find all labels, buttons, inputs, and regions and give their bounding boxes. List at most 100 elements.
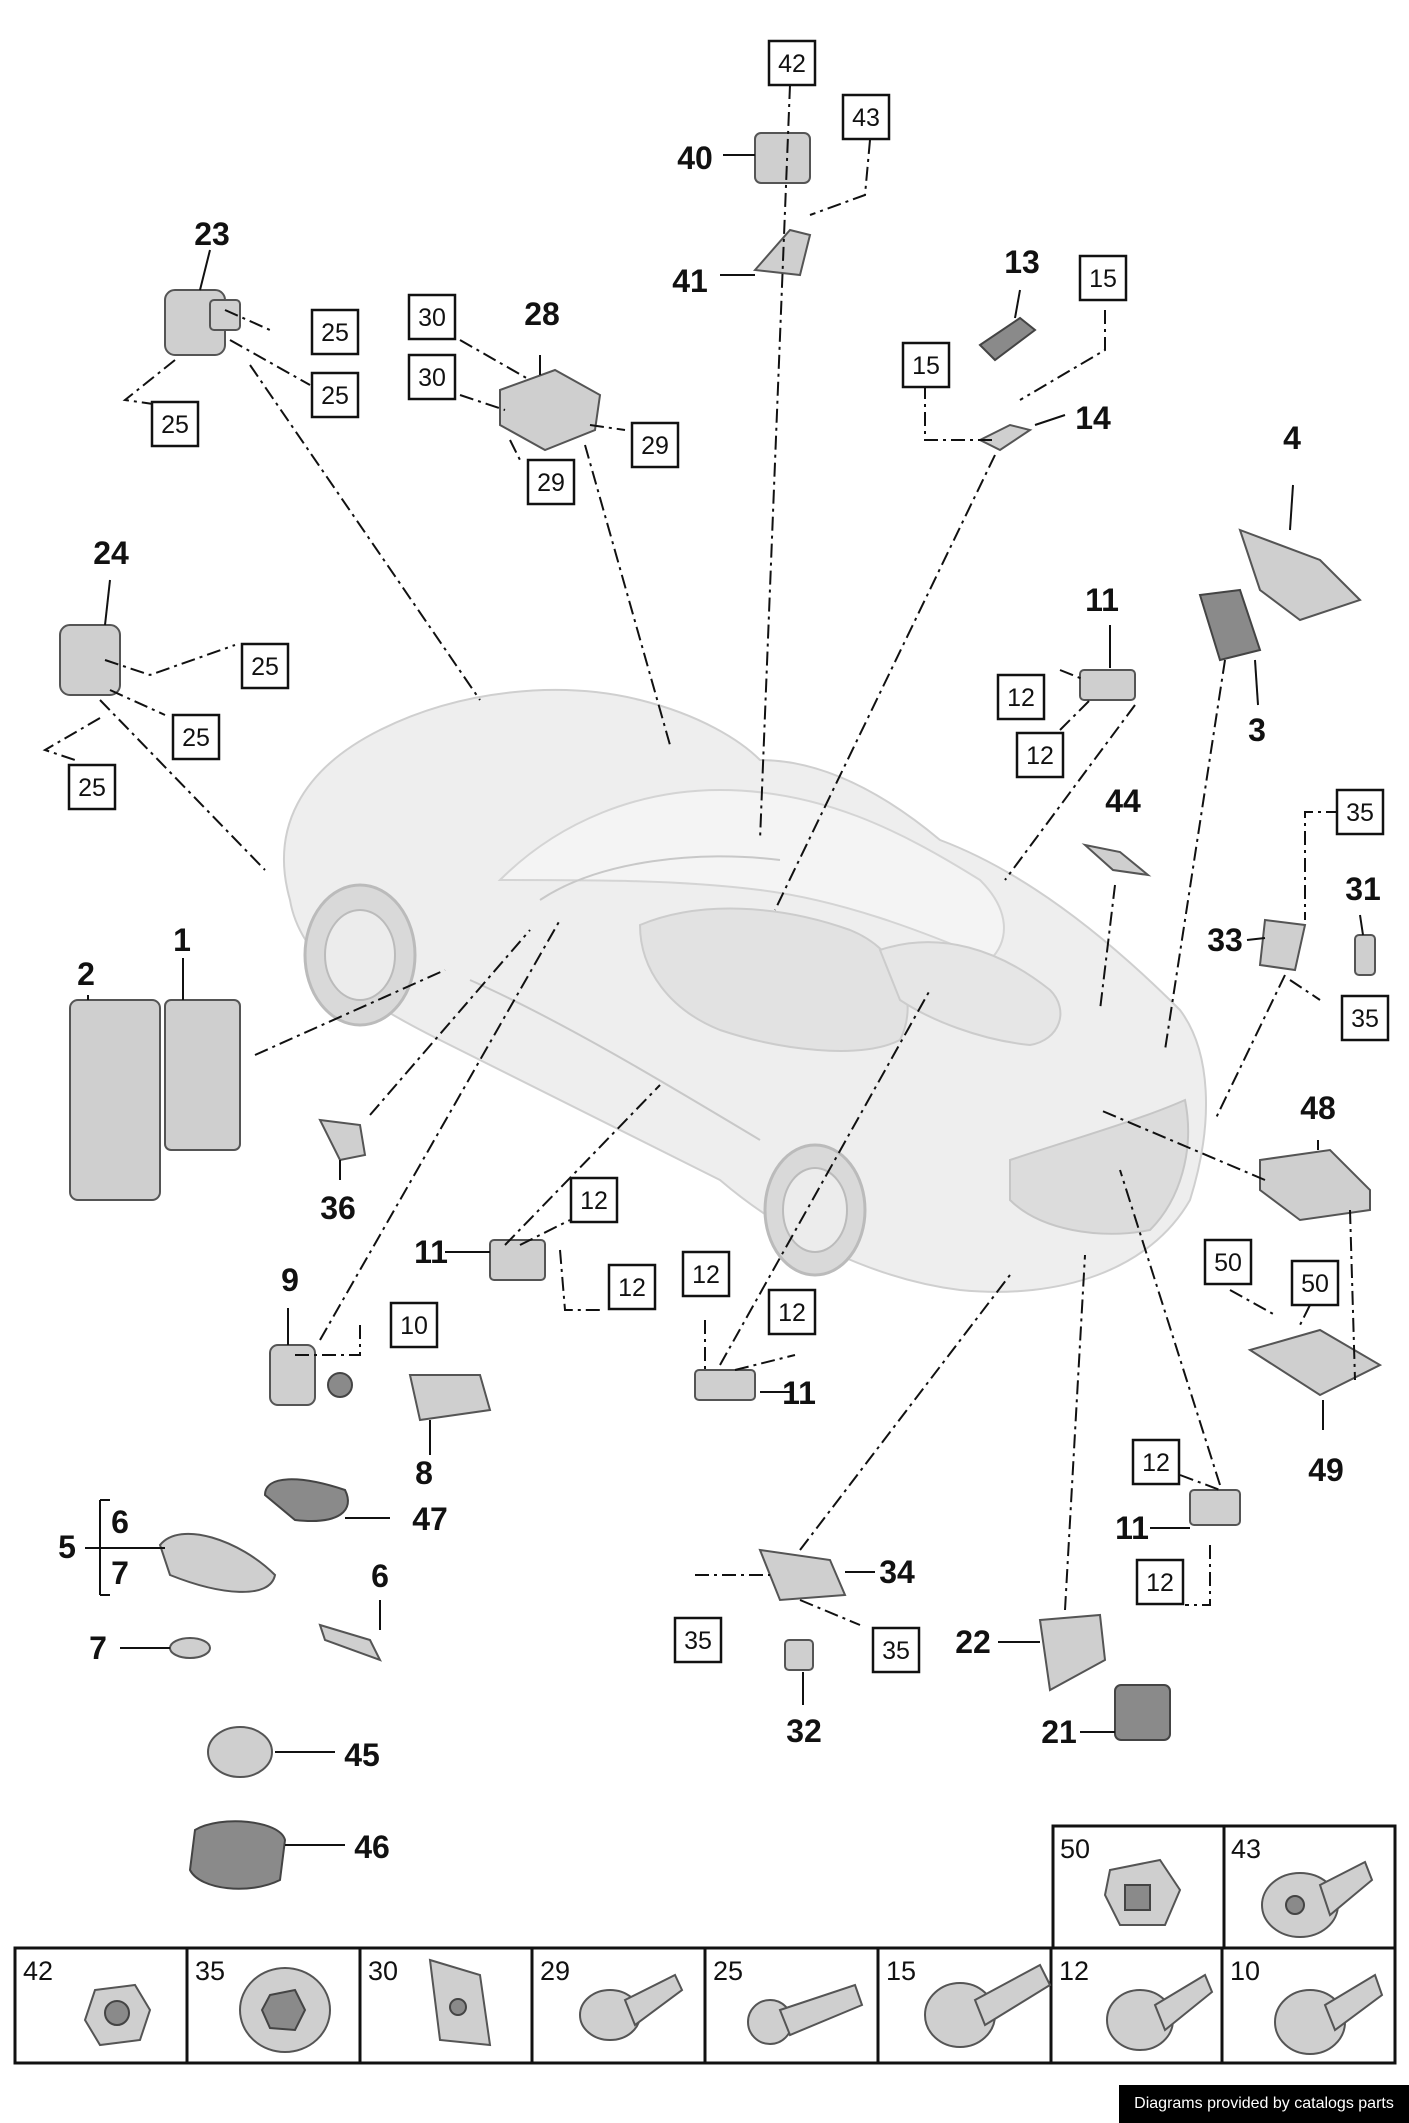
callout-box (171, 713, 221, 761)
fastener-ref-callout: 12 (767, 1288, 817, 1336)
part-number-callout: 31 (1345, 871, 1381, 907)
part-number-callout: 48 (1300, 1090, 1336, 1126)
callout-number: 6 (111, 1504, 129, 1540)
callout-number: 30 (418, 364, 446, 392)
callout-number: 13 (1004, 244, 1040, 280)
part-number-callout: 41 (672, 263, 708, 299)
table-cell-label: 12 (1059, 1956, 1089, 1986)
callout-box (1015, 731, 1065, 779)
table-cell-label: 25 (713, 1956, 743, 1986)
callout-box (389, 1301, 439, 1349)
callout-number: 25 (321, 382, 349, 410)
part-number-callout: 4 (1283, 420, 1301, 456)
callout-number: 12 (1146, 1569, 1174, 1597)
callout-box (1131, 1438, 1181, 1486)
callout-number: 22 (955, 1624, 991, 1660)
callout-number: 21 (1041, 1714, 1077, 1750)
callout-box (1078, 254, 1128, 302)
part-number-callout: 3 (1248, 712, 1266, 748)
callout-number: 50 (1214, 1249, 1242, 1277)
fastener-ref-callout: 15 (1078, 254, 1128, 302)
callout-box (1290, 1259, 1340, 1307)
callout-box (681, 1250, 731, 1298)
part-number-callout: 2 (77, 956, 95, 992)
fastener-table: 50 43 42 35 30 29 25 15 12 10 (13, 1824, 1397, 2065)
callout-number: 35 (882, 1637, 910, 1665)
callout-box (1203, 1238, 1253, 1286)
callout-box (767, 1288, 817, 1336)
part-number-callout: 36 (320, 1190, 356, 1226)
callout-number: 29 (641, 432, 669, 460)
part-number-callout: 49 (1308, 1452, 1344, 1488)
fastener-ref-callout: 12 (1015, 731, 1065, 779)
part-number-callout: 14 (1075, 400, 1111, 436)
fastener-ref-callout: 50 (1203, 1238, 1253, 1286)
callout-number: 25 (78, 774, 106, 802)
part-number-callout: 22 (955, 1624, 991, 1660)
part-number-callout: 28 (524, 296, 560, 332)
fastener-25-icon (747, 1983, 864, 2045)
fastener-42-icon (83, 1983, 152, 2047)
fastener-ref-callout: 35 (1340, 994, 1390, 1042)
callout-box (767, 39, 817, 87)
fastener-ref-callout: 35 (1335, 788, 1385, 836)
fastener-ref-callout: 25 (240, 642, 290, 690)
part-number-callout: 32 (786, 1713, 822, 1749)
callout-number: 50 (1301, 1270, 1329, 1298)
part-number-callout: 1 (173, 922, 191, 958)
table-cell-label: 35 (195, 1956, 225, 1986)
callout-number: 25 (182, 724, 210, 752)
fastener-ref-callout: 12 (681, 1250, 731, 1298)
part-number-callout: 40 (677, 140, 713, 176)
part-number-callout: 44 (1105, 783, 1141, 819)
fastener-ref-callout: 10 (389, 1301, 439, 1349)
callout-number: 36 (320, 1190, 356, 1226)
callout-number: 25 (251, 653, 279, 681)
callout-number: 11 (414, 1234, 448, 1270)
callout-number: 12 (1007, 684, 1035, 712)
leader-lines (42, 84, 1364, 1846)
callout-number: 12 (1026, 742, 1054, 770)
fastener-29-icon (579, 1973, 684, 2041)
callout-number: 1 (173, 922, 191, 958)
fastener-35-icon (239, 1967, 331, 2053)
callout-number: 29 (537, 469, 565, 497)
fastener-ref-callout: 12 (569, 1176, 619, 1224)
part-number-callout: 33 (1207, 922, 1243, 958)
callout-box (607, 1263, 657, 1311)
callout-number: 12 (692, 1261, 720, 1289)
fastener-ref-callout: 43 (841, 93, 891, 141)
callout-number: 8 (415, 1455, 433, 1491)
fastener-ref-callout: 25 (67, 763, 117, 811)
callout-number: 41 (672, 263, 708, 299)
fastener-ref-callout: 30 (407, 353, 457, 401)
table-cell-label: 10 (1230, 1956, 1260, 1986)
part-number-callout: 9 (281, 1262, 299, 1298)
fastener-ref-callout: 29 (630, 421, 680, 469)
callout-number: 5 (58, 1529, 76, 1565)
callout-box (150, 400, 200, 448)
callout-box (310, 308, 360, 356)
callout-number: 25 (321, 319, 349, 347)
fastener-ref-callout: 42 (767, 39, 817, 87)
callout-box (526, 458, 576, 506)
part-number-callout: 24 (93, 535, 129, 571)
callout-number: 12 (778, 1299, 806, 1327)
callout-number: 7 (89, 1630, 107, 1666)
fastener-ref-callout: 35 (673, 1616, 723, 1664)
callout-number: 46 (354, 1829, 390, 1865)
callout-box (630, 421, 680, 469)
callout-number: 45 (344, 1737, 380, 1773)
callout-box (901, 341, 951, 389)
part-number-callout: 11 (1085, 582, 1119, 618)
part-number-callout: 13 (1004, 244, 1040, 280)
callout-box (996, 673, 1046, 721)
part-number-callout: 46 (354, 1829, 390, 1865)
callout-number: 25 (161, 411, 189, 439)
callout-number: 44 (1105, 783, 1141, 819)
callout-box (1335, 788, 1385, 836)
callout-number: 48 (1300, 1090, 1336, 1126)
table-cell-label: 30 (368, 1956, 398, 1986)
callout-number: 35 (684, 1627, 712, 1655)
